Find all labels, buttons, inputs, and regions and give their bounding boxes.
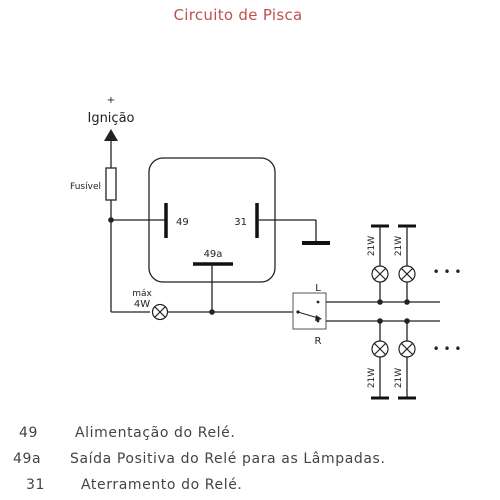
switch-arrow-icon xyxy=(315,315,322,321)
switch-contact-r xyxy=(316,319,320,323)
legend-description: Alimentação do Relé. xyxy=(75,425,236,441)
fuse-label: Fusível xyxy=(70,182,101,192)
page-title: Circuito de Pisca xyxy=(173,6,303,24)
fuse-symbol xyxy=(105,167,117,201)
indicator-lamp-icon xyxy=(151,303,169,321)
more-lamps-indicator: • • • xyxy=(433,265,462,279)
lamp-rating-label: 21W xyxy=(367,236,377,256)
junction-dot xyxy=(209,309,215,315)
right-label: R xyxy=(315,336,322,347)
lamp-rating-label: 21W xyxy=(394,368,404,388)
power-label: 4W xyxy=(134,299,150,310)
lamp-icon xyxy=(371,265,389,283)
max-label: máx xyxy=(132,289,152,299)
turn-signal-switch xyxy=(292,292,327,330)
switch-lever xyxy=(297,311,319,319)
terminal-49a-label: 49a xyxy=(204,249,223,260)
terminal-49-label: 49 xyxy=(176,217,189,228)
lamp-rating-label: 21W xyxy=(367,368,377,388)
switch-contact-l xyxy=(316,300,320,304)
plus-sign: + xyxy=(107,95,115,106)
lamp-icon xyxy=(398,340,416,358)
legend-code: 31 xyxy=(26,477,46,493)
ignition-arrow-icon xyxy=(104,129,118,141)
lamp-rating-label: 21W xyxy=(394,236,404,256)
lamp-column-1 xyxy=(371,224,389,400)
legend-description: Aterramento do Relé. xyxy=(81,477,243,493)
more-lamps-indicator: • • • xyxy=(433,342,462,356)
ignition-label: Ignição xyxy=(87,111,134,126)
legend-code: 49a xyxy=(13,451,42,467)
lamp-icon xyxy=(371,340,389,358)
legend-description: Saída Positiva do Relé para as Lâmpadas. xyxy=(70,451,386,467)
left-label: L xyxy=(315,283,321,294)
lamp-icon xyxy=(398,265,416,283)
terminal-31-label: 31 xyxy=(234,217,247,228)
legend-code: 49 xyxy=(19,425,39,441)
lamp-column-2 xyxy=(398,224,416,400)
